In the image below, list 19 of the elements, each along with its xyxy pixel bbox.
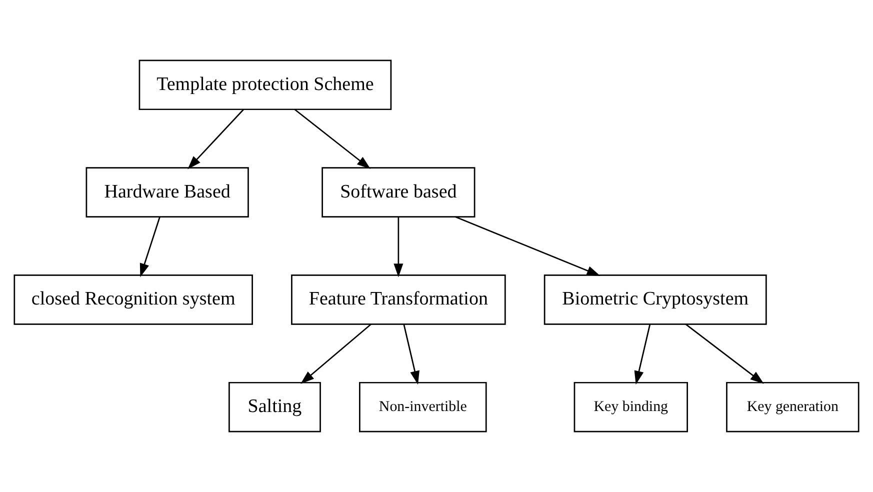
arrow — [455, 216, 600, 276]
node-box: Non-invertible — [359, 382, 487, 432]
arrow — [294, 108, 371, 170]
arrow — [140, 216, 160, 278]
arrow — [634, 324, 651, 385]
node-box: Key binding — [574, 382, 688, 432]
node-box: closed Recognition system — [14, 274, 253, 325]
arrow — [685, 324, 764, 384]
node-box: Hardware Based — [86, 167, 249, 218]
node-box: Software based — [322, 167, 476, 218]
arrow — [394, 216, 404, 278]
node-box: Salting — [228, 382, 321, 432]
node-box: Biometric Cryptosystem — [544, 274, 767, 325]
arrow — [188, 109, 244, 170]
arrow — [403, 324, 420, 385]
node-box: Feature Transformation — [291, 274, 506, 325]
node-box: Key generation — [726, 382, 860, 432]
node-box: Template protection Scheme — [138, 60, 392, 110]
arrow — [300, 324, 372, 384]
